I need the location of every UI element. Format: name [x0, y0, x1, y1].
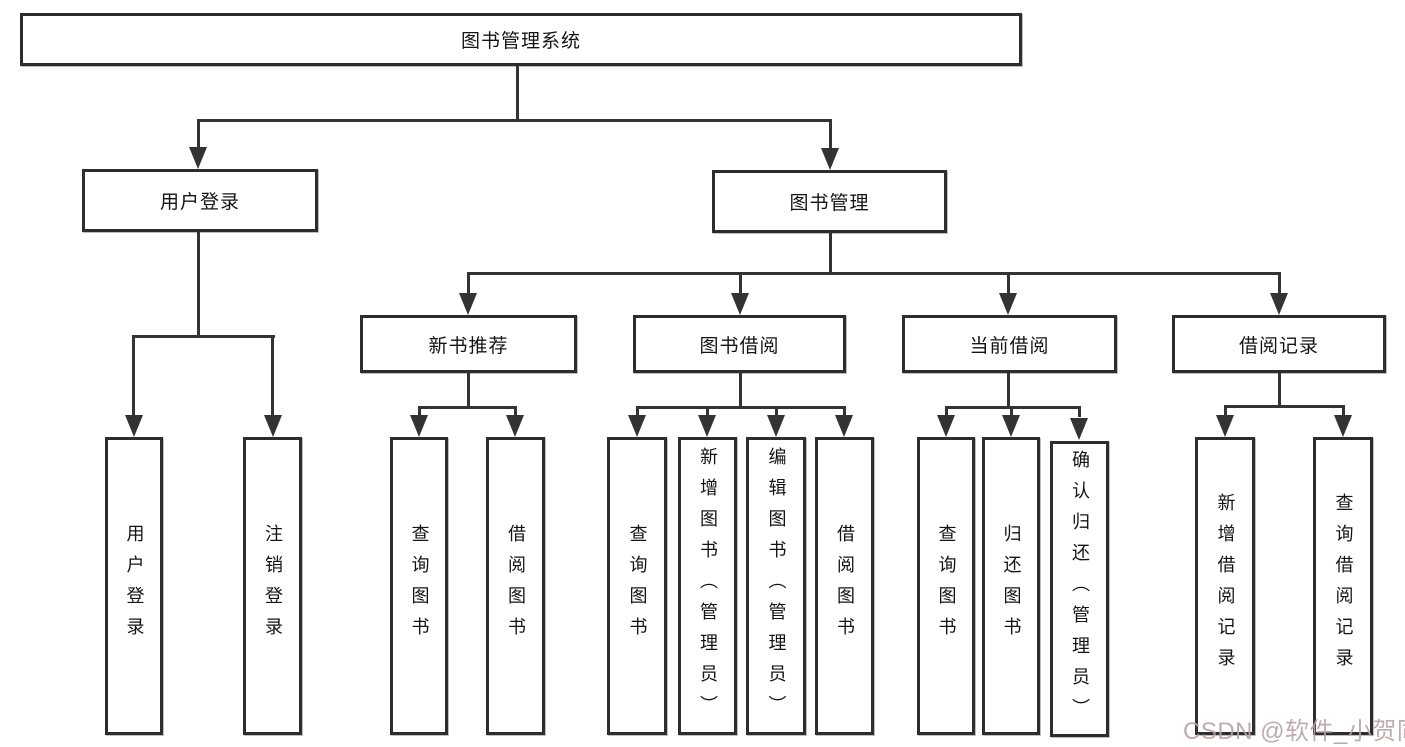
connector — [197, 119, 832, 122]
leaf-current-confirm-return-admin-label: 确认归还（管理员） — [1069, 449, 1090, 729]
connector — [132, 335, 275, 338]
arrow-down-icon — [506, 415, 524, 437]
node-borrow-records-label: 借阅记录 — [1238, 335, 1319, 357]
arrow-down-icon — [835, 415, 853, 437]
node-library-system: 图书管理系统 — [20, 13, 1022, 66]
leaf-logout-label: 注销登录 — [262, 524, 283, 648]
arrow-down-icon — [999, 293, 1017, 315]
connector — [739, 272, 742, 295]
node-book-management: 图书管理 — [712, 170, 947, 233]
leaf-current-return-books: 归还图书 — [982, 437, 1040, 735]
leaf-borrow-borrow-books-label: 借阅图书 — [834, 524, 855, 648]
node-current-borrow-label: 当前借阅 — [969, 335, 1050, 357]
arrow-down-icon — [189, 147, 207, 169]
leaf-user-login-label: 用户登录 — [124, 524, 145, 648]
arrow-down-icon — [1216, 415, 1234, 437]
connector — [739, 373, 742, 406]
leaf-current-confirm-return-admin: 确认归还（管理员） — [1050, 441, 1109, 737]
connector — [516, 66, 519, 119]
leaf-borrow-edit-books-admin: 编辑图书（管理员） — [746, 437, 806, 735]
connector — [467, 272, 470, 295]
leaf-records-query-record-label: 查询借阅记录 — [1333, 493, 1354, 679]
leaf-borrow-borrow-books: 借阅图书 — [815, 437, 874, 735]
arrow-down-icon — [459, 293, 477, 315]
leaf-logout: 注销登录 — [243, 437, 302, 735]
connector — [132, 335, 135, 417]
connector — [1342, 405, 1345, 417]
connector — [829, 119, 832, 149]
connector — [1007, 373, 1010, 406]
connector — [1007, 272, 1010, 295]
arrow-down-icon — [410, 415, 428, 437]
node-current-borrow: 当前借阅 — [902, 315, 1117, 373]
connector — [418, 406, 517, 409]
arrow-down-icon — [767, 415, 785, 437]
connector — [829, 233, 832, 272]
node-user-login: 用户登录 — [82, 169, 318, 232]
connector — [706, 406, 709, 417]
leaf-current-query-books-label: 查询图书 — [936, 524, 957, 648]
csdn-watermark: CSDN @软件_小贺同学 — [1183, 718, 1405, 745]
connector — [514, 406, 517, 417]
leaf-recommend-borrow-books-label: 借阅图书 — [505, 524, 526, 648]
connector — [197, 119, 200, 149]
leaf-recommend-query-books: 查询图书 — [390, 437, 448, 735]
node-book-management-label: 图书管理 — [789, 193, 870, 214]
node-new-book-recommend: 新书推荐 — [360, 315, 577, 373]
arrow-down-icon — [1070, 418, 1088, 440]
arrow-down-icon — [731, 293, 749, 315]
arrow-down-icon — [628, 415, 646, 437]
connector — [418, 406, 421, 417]
connector — [1278, 272, 1281, 295]
node-new-book-recommend-label: 新书推荐 — [428, 335, 509, 357]
leaf-current-return-books-label: 归还图书 — [1001, 524, 1022, 648]
connector — [1078, 406, 1081, 417]
arrow-down-icon — [698, 415, 716, 437]
connector — [843, 406, 846, 417]
arrow-down-icon — [1334, 415, 1352, 437]
connector — [1278, 373, 1281, 405]
leaf-records-add-record-label: 新增借阅记录 — [1215, 493, 1236, 679]
arrow-down-icon — [125, 415, 143, 437]
leaf-borrow-query-books-label: 查询图书 — [627, 524, 648, 648]
connector — [467, 272, 1281, 275]
connector — [1010, 406, 1013, 417]
connector — [197, 232, 200, 335]
leaf-borrow-add-books-admin: 新增图书（管理员） — [678, 437, 737, 735]
leaf-records-query-record: 查询借阅记录 — [1313, 437, 1373, 735]
connector — [636, 406, 846, 409]
node-book-borrow: 图书借阅 — [633, 315, 846, 373]
node-library-system-label: 图书管理系统 — [460, 31, 581, 52]
connector — [1224, 405, 1345, 408]
arrow-down-icon — [937, 415, 955, 437]
leaf-user-login: 用户登录 — [105, 437, 163, 735]
arrow-down-icon — [264, 415, 282, 437]
connector — [775, 406, 778, 417]
leaf-records-add-record: 新增借阅记录 — [1195, 437, 1255, 735]
leaf-recommend-query-books-label: 查询图书 — [409, 524, 430, 648]
connector — [945, 406, 1081, 409]
leaf-borrow-query-books: 查询图书 — [607, 437, 667, 735]
connector — [467, 373, 470, 406]
leaf-borrow-edit-books-admin-label: 编辑图书（管理员） — [766, 446, 787, 726]
connector — [636, 406, 639, 417]
node-borrow-records: 借阅记录 — [1172, 315, 1386, 373]
arrow-down-icon — [1002, 415, 1020, 437]
leaf-current-query-books: 查询图书 — [917, 437, 975, 735]
leaf-borrow-add-books-admin-label: 新增图书（管理员） — [697, 446, 718, 726]
connector — [945, 406, 948, 417]
node-user-login-label: 用户登录 — [159, 192, 240, 213]
arrow-down-icon — [1270, 293, 1288, 315]
leaf-recommend-borrow-books: 借阅图书 — [486, 437, 545, 735]
arrow-down-icon — [821, 148, 839, 170]
node-book-borrow-label: 图书借阅 — [699, 335, 780, 357]
connector — [271, 335, 274, 417]
connector — [1224, 405, 1227, 417]
